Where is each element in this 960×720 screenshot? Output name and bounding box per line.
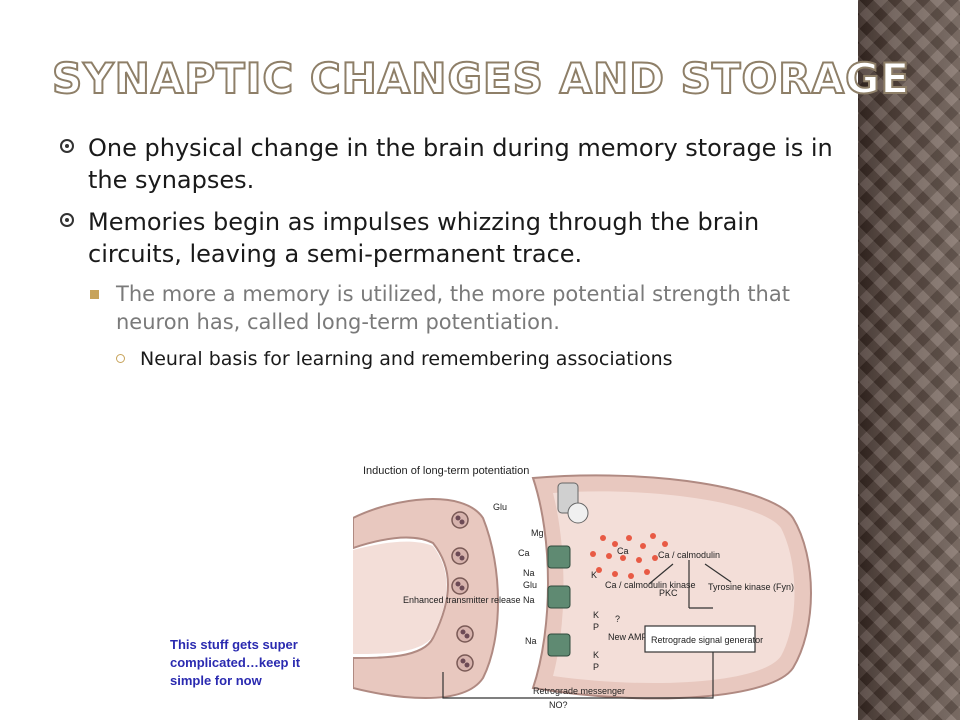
label-na-3: Na bbox=[525, 636, 537, 646]
synaptic-vesicles bbox=[451, 511, 474, 672]
bullet-text: Memories begin as impulses whizzing thro… bbox=[88, 208, 760, 268]
ltp-diagram: Induction of long-term potentiation bbox=[353, 458, 817, 720]
bullet-item: Memories begin as impulses whizzing thro… bbox=[60, 206, 840, 270]
label-k-1: K bbox=[591, 570, 597, 580]
label-na-2: Na bbox=[523, 595, 535, 605]
circle-dot-bullet-icon bbox=[60, 213, 74, 227]
label-tyrosine-kinase: Tyrosine kinase (Fyn) bbox=[708, 582, 794, 592]
diagram-title: Induction of long-term potentiation bbox=[363, 465, 529, 477]
label-glu-2: Glu bbox=[523, 580, 537, 590]
circle-dot-bullet-icon bbox=[60, 139, 74, 153]
label-enhanced-release: Enhanced transmitter release bbox=[403, 595, 521, 605]
retrograde-signal-generator-box bbox=[644, 625, 756, 653]
sub-sub-bullet-text: Neural basis for learning and rememberin… bbox=[140, 348, 673, 370]
label-mg: Mg bbox=[531, 528, 544, 538]
bullet-text: One physical change in the brain during … bbox=[88, 134, 833, 194]
caption-line: complicated…keep it bbox=[170, 655, 301, 670]
label-ca-post: Ca bbox=[617, 546, 629, 556]
label-k-3: K bbox=[593, 650, 599, 660]
label-retrograde-messenger: Retrograde messenger bbox=[533, 686, 625, 696]
label-ca-calmodulin-kinase: Ca / calmodulin kinase bbox=[605, 580, 696, 590]
square-bullet-icon bbox=[90, 290, 99, 299]
label-na: Na bbox=[523, 568, 535, 578]
label-ca-calmodulin: Ca / calmodulin bbox=[658, 550, 720, 560]
label-k-2: K bbox=[593, 610, 599, 620]
label-question: ? bbox=[615, 614, 620, 624]
label-pkc: PKC bbox=[659, 588, 678, 598]
receptor-channels bbox=[547, 545, 571, 657]
caption-line: simple for now bbox=[170, 673, 262, 688]
label-p-2: P bbox=[593, 662, 599, 672]
slide-title: Synaptic Changes and Storage bbox=[51, 53, 911, 104]
label-p-1: P bbox=[593, 622, 599, 632]
ring-bullet-icon bbox=[116, 354, 125, 363]
label-ca: Ca bbox=[518, 548, 530, 558]
caption-note: This stuff gets super complicated…keep i… bbox=[170, 636, 345, 690]
decorative-side-rail bbox=[858, 0, 960, 720]
label-retrograde-signal-generator: Retrograde signal generator bbox=[651, 635, 763, 645]
calcium-ions bbox=[590, 533, 668, 579]
caption-line: This stuff gets super bbox=[170, 637, 298, 652]
sub-sub-bullet-item: Neural basis for learning and rememberin… bbox=[116, 346, 840, 372]
label-no: NO? bbox=[549, 700, 568, 710]
bullet-list: One physical change in the brain during … bbox=[60, 132, 840, 372]
bullet-item: One physical change in the brain during … bbox=[60, 132, 840, 196]
label-glu: Glu bbox=[493, 502, 507, 512]
sub-bullet-text: The more a memory is utilized, the more … bbox=[116, 282, 790, 334]
sub-bullet-item: The more a memory is utilized, the more … bbox=[90, 280, 840, 336]
